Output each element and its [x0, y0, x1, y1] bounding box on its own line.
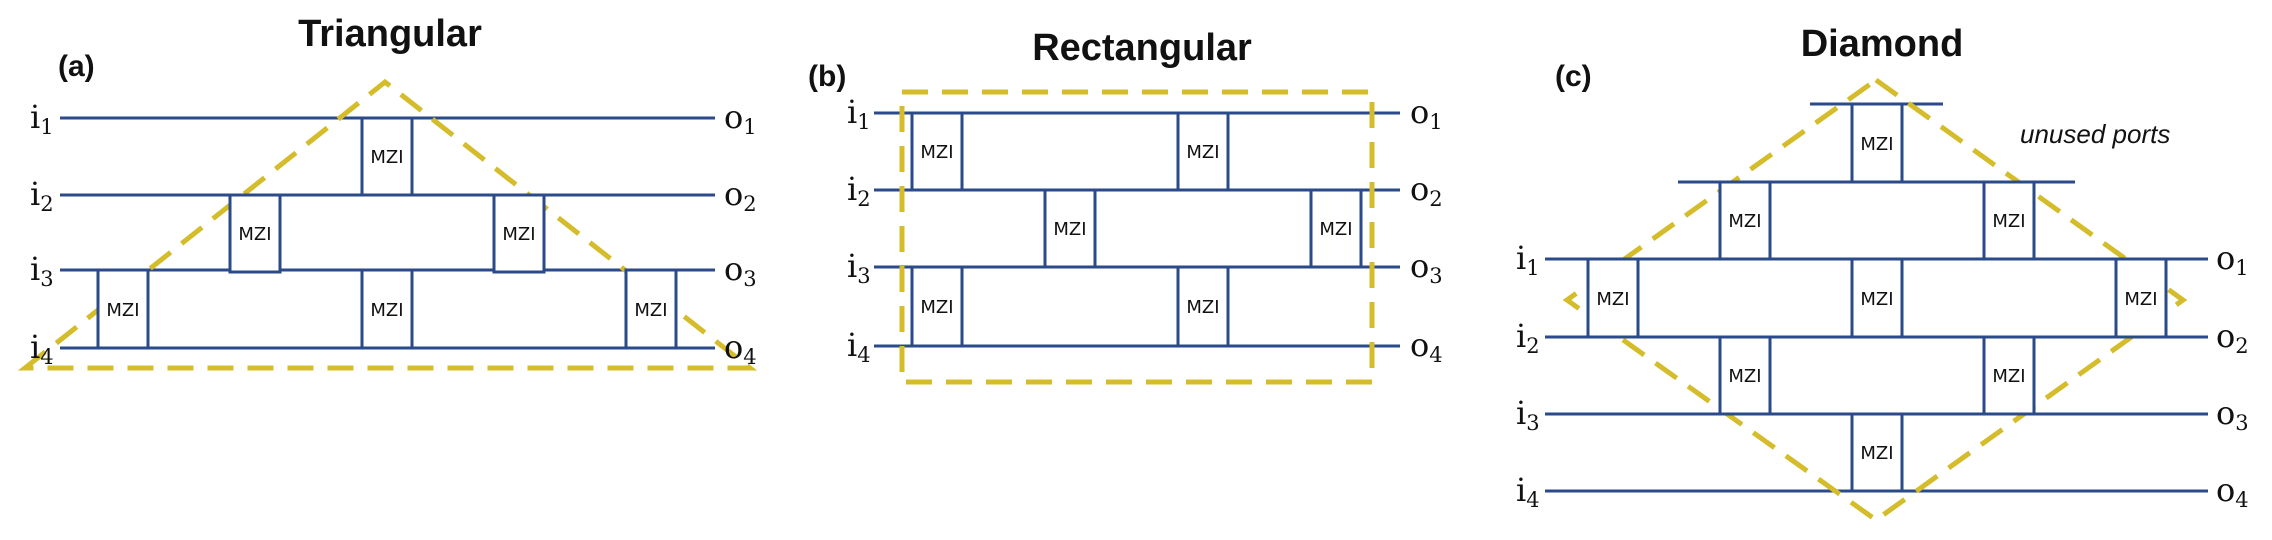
mzi-b-4: MZI — [1309, 188, 1363, 269]
svg-text:MZI: MZI — [238, 224, 271, 245]
svg-text:MZI: MZI — [1186, 297, 1219, 318]
svg-text:MZI: MZI — [2124, 289, 2157, 310]
mzi-b-5: MZI — [910, 265, 964, 348]
svg-text:MZI: MZI — [1728, 211, 1761, 232]
input-port-a-1: i1 — [30, 98, 54, 139]
svg-text:MZI: MZI — [1860, 289, 1893, 310]
mzi-a-6: MZI — [624, 268, 678, 350]
svg-text:MZI: MZI — [1596, 289, 1629, 310]
input-port-a-3: i3 — [30, 250, 54, 291]
input-port-b-3: i3 — [847, 247, 871, 288]
mzi-c-3: MZI — [1982, 180, 2036, 261]
output-port-c-4: o4 — [2216, 471, 2249, 512]
panel-c-diamond: (c) Diamond unused ports MZI MZI MZI MZI… — [1516, 23, 2249, 524]
panel-b-title: Rectangular — [1032, 27, 1252, 69]
svg-text:MZI: MZI — [370, 300, 403, 321]
mzi-a-1: MZI — [360, 116, 414, 197]
mzi-a-5: MZI — [360, 268, 414, 350]
svg-text:MZI: MZI — [1992, 366, 2025, 387]
mzi-c-2: MZI — [1718, 180, 1772, 261]
svg-text:MZI: MZI — [920, 297, 953, 318]
mzi-b-2: MZI — [1176, 111, 1230, 192]
output-port-b-1: o1 — [1410, 93, 1443, 134]
input-port-b-2: i2 — [847, 170, 871, 211]
diamond-outline — [1562, 76, 2188, 524]
svg-text:MZI: MZI — [1053, 219, 1086, 240]
mzi-c-6: MZI — [2114, 257, 2168, 339]
rectangular-outline — [899, 89, 1375, 385]
output-port-c-2: o2 — [2216, 317, 2249, 358]
mzi-c-5: MZI — [1850, 257, 1904, 339]
input-port-b-4: i4 — [847, 326, 871, 367]
output-port-b-4: o4 — [1410, 326, 1443, 367]
unused-ports-note: unused ports — [2020, 119, 2170, 149]
mzi-b-6: MZI — [1176, 265, 1230, 348]
svg-text:MZI: MZI — [1728, 366, 1761, 387]
mzi-c-4: MZI — [1586, 257, 1640, 339]
mzi-c-7: MZI — [1718, 335, 1772, 416]
panel-b-rectangular: (b) Rectangular MZI MZI MZI MZI MZI MZI … — [808, 27, 1443, 385]
mzi-b-1: MZI — [910, 111, 964, 192]
panel-c-label: (c) — [1555, 60, 1592, 93]
svg-text:MZI: MZI — [1860, 443, 1893, 464]
mzi-c-1: MZI — [1850, 102, 1904, 184]
input-port-c-2: i2 — [1516, 317, 1540, 358]
svg-text:MZI: MZI — [634, 300, 667, 321]
output-port-a-2: o2 — [724, 175, 757, 216]
output-port-c-1: o1 — [2216, 239, 2249, 280]
svg-text:MZI: MZI — [1186, 142, 1219, 163]
svg-text:MZI: MZI — [370, 147, 403, 168]
svg-text:MZI: MZI — [106, 300, 139, 321]
mzi-c-9: MZI — [1850, 412, 1904, 493]
input-port-b-1: i1 — [847, 93, 871, 134]
mzi-a-4: MZI — [96, 268, 150, 350]
output-port-b-3: o3 — [1410, 247, 1443, 288]
panel-a-label: (a) — [58, 50, 95, 83]
input-port-a-2: i2 — [30, 175, 54, 216]
output-port-a-4: o4 — [724, 328, 757, 369]
mzi-a-2: MZI — [228, 193, 282, 274]
svg-text:MZI: MZI — [502, 224, 535, 245]
svg-text:MZI: MZI — [920, 142, 953, 163]
input-port-a-4: i4 — [30, 328, 54, 369]
mzi-c-8: MZI — [1982, 335, 2036, 416]
mzi-a-3: MZI — [492, 193, 546, 274]
input-port-c-3: i3 — [1516, 394, 1540, 435]
panel-a-triangular: (a) Triangular MZI MZI MZI MZI MZI MZI i… — [17, 13, 758, 371]
output-port-c-3: o3 — [2216, 394, 2249, 435]
output-port-a-1: o1 — [724, 98, 757, 139]
panel-a-title: Triangular — [298, 13, 482, 55]
svg-text:MZI: MZI — [1319, 219, 1352, 240]
mzi-b-3: MZI — [1043, 188, 1097, 269]
input-port-c-4: i4 — [1516, 471, 1540, 512]
output-port-a-3: o3 — [724, 250, 757, 291]
svg-text:MZI: MZI — [1992, 211, 2025, 232]
svg-text:MZI: MZI — [1860, 134, 1893, 155]
panel-c-title: Diamond — [1801, 23, 1964, 65]
input-port-c-1: i1 — [1516, 239, 1540, 280]
output-port-b-2: o2 — [1410, 170, 1443, 211]
panel-b-label: (b) — [808, 60, 846, 93]
triangular-outline — [17, 78, 758, 371]
